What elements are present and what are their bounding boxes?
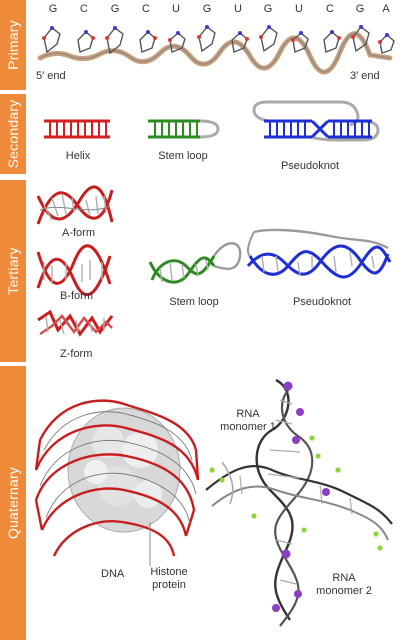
nucleotide: C	[80, 3, 88, 15]
band-secondary: Secondary	[0, 94, 26, 174]
pseudoknot-schematic	[252, 100, 380, 142]
nucleotide-bases	[42, 25, 395, 55]
b-form-helix	[36, 244, 112, 297]
nucleotide: G	[110, 3, 120, 15]
five-prime-label: 5′ end	[36, 70, 66, 82]
stem-loop-3d	[148, 242, 242, 284]
rna-dimer	[205, 378, 393, 627]
nucleotide: G	[263, 3, 273, 15]
label-a-form: A-form	[62, 227, 95, 239]
label-stem-loop: Stem loop	[158, 150, 208, 162]
helix-schematic	[44, 119, 110, 139]
band-quaternary: Quaternary	[0, 366, 26, 640]
label-helix: Helix	[65, 150, 91, 162]
band-primary: Primary	[0, 0, 26, 90]
label-histone: Histone protein	[150, 566, 188, 591]
label-z-form: Z-form	[60, 348, 93, 360]
nucleosome	[34, 399, 200, 566]
nucleotide: U	[172, 3, 180, 15]
nucleotide: G	[355, 3, 365, 15]
label-rna-monomer-2: RNA monomer 2	[316, 572, 372, 597]
nucleotide: G	[202, 3, 212, 15]
stem-loop-schematic	[148, 119, 220, 139]
nucleotide: U	[234, 3, 242, 15]
z-form-helix	[37, 309, 114, 337]
label-dna: DNA	[101, 568, 125, 580]
label-pseudoknot-3d: Pseudoknot	[292, 296, 352, 308]
three-prime-label: 3′ end	[350, 70, 380, 82]
label-pseudoknot: Pseudoknot	[280, 160, 340, 172]
nucleotide: C	[326, 3, 334, 15]
nucleotide: U	[295, 3, 303, 15]
rna-backbone-strand	[37, 31, 393, 75]
nucleotide: A	[382, 3, 390, 15]
label-rna-monomer-1: RNA monomer 1	[220, 408, 276, 433]
label-b-form: B-form	[60, 290, 93, 302]
nucleotide: C	[142, 3, 150, 15]
nucleotide: G	[48, 3, 58, 15]
pseudoknot-3d	[246, 228, 392, 279]
label-stem-loop-3d: Stem loop	[169, 296, 219, 308]
a-form-helix	[36, 185, 114, 225]
band-tertiary: Tertiary	[0, 180, 26, 362]
